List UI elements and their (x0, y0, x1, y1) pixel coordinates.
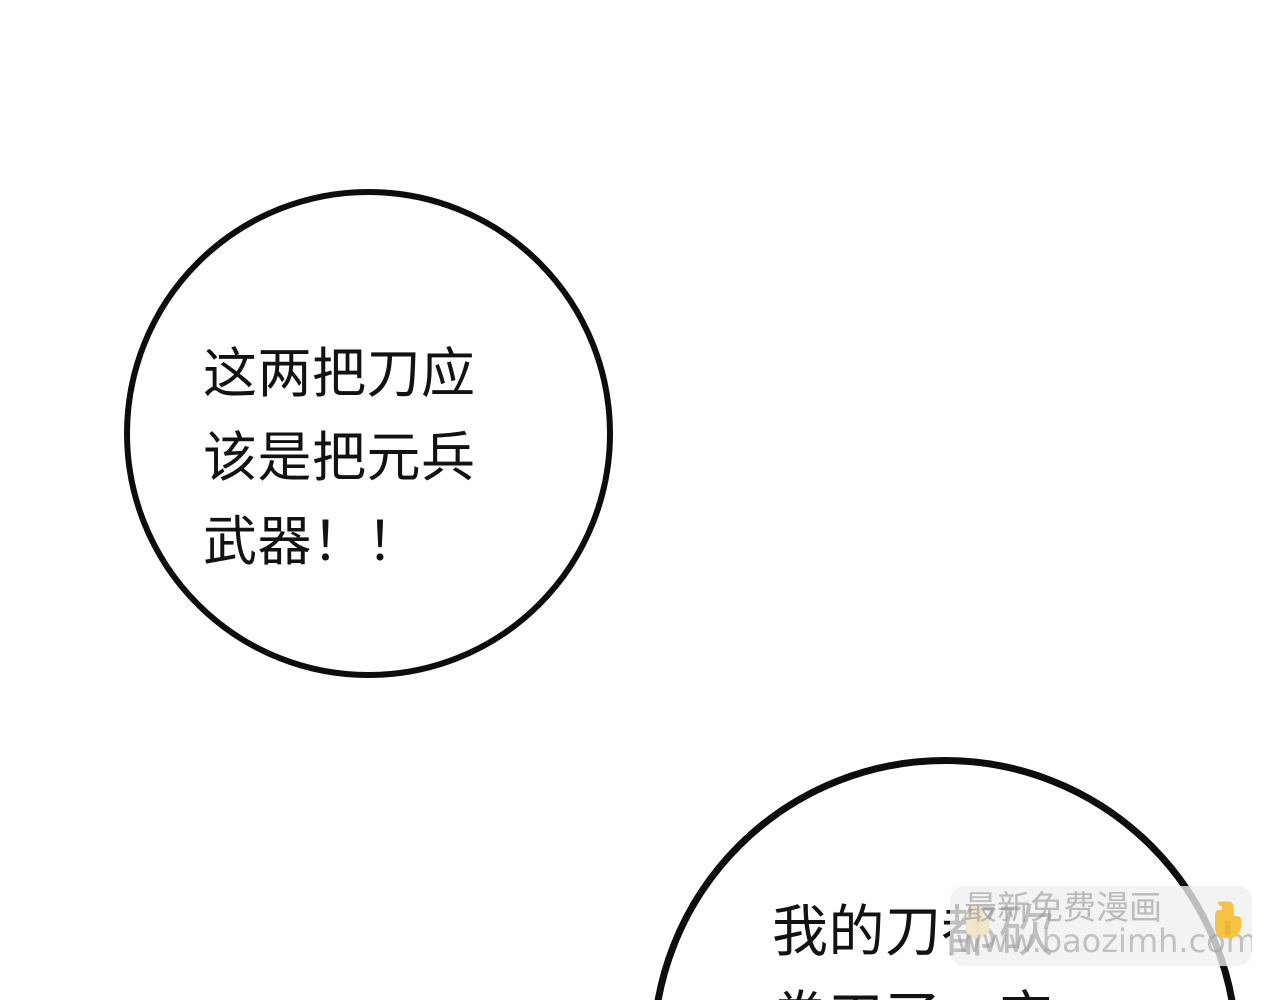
speech-bubble-top-text: 这两把刀应 该是把元兵 武器！！ (203, 342, 476, 573)
speech-bubble-top (124, 189, 613, 678)
speech-bubble-bottom-text: 我的刀都砍 卷刃了，它 (772, 900, 1055, 1000)
